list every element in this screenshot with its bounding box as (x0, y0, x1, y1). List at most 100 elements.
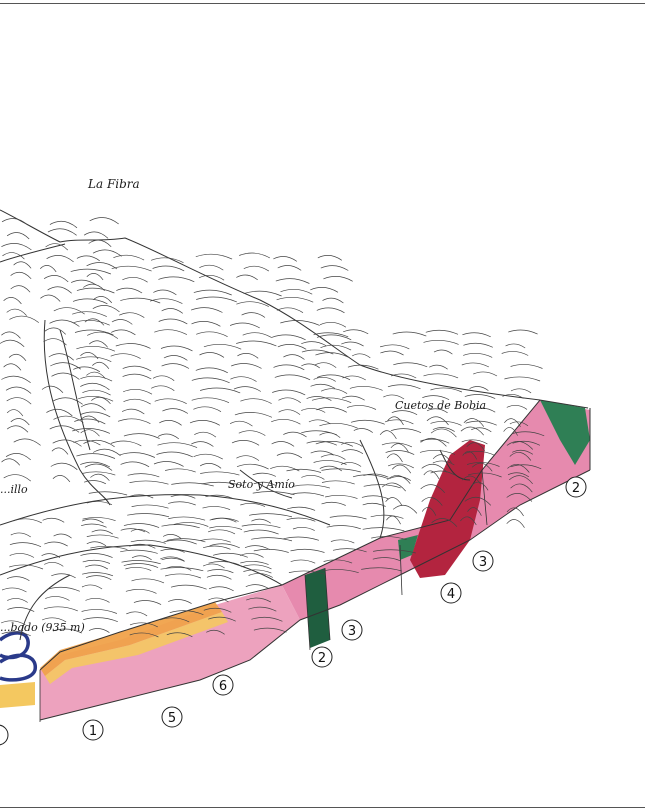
hachure-stroke (473, 372, 497, 376)
hachure-stroke (253, 492, 295, 495)
hachure-stroke (191, 442, 213, 447)
hachure-stroke (507, 520, 525, 528)
hachure-stroke (314, 377, 336, 381)
hachure-stroke (390, 477, 411, 481)
hachure-stroke (124, 524, 159, 528)
hachure-stroke (341, 342, 363, 346)
hachure-stroke (46, 409, 72, 416)
hachure-stroke (310, 287, 338, 292)
hachure-stroke (48, 287, 72, 294)
hachure-stroke (126, 612, 147, 616)
hachure-stroke (424, 471, 439, 479)
hachure-stroke (73, 320, 110, 325)
hachure-stroke (124, 399, 151, 404)
hachure-stroke (371, 515, 404, 518)
hachure-stroke (171, 495, 196, 498)
hachure-stroke (83, 284, 104, 291)
hachure-stroke (49, 354, 74, 361)
hachure-stroke (470, 387, 489, 391)
hachure-stroke (434, 350, 452, 354)
hachure-stroke (93, 449, 120, 456)
hachure-stroke (351, 420, 385, 424)
hachure-stroke (322, 502, 346, 505)
hachure-stroke (213, 553, 248, 557)
hachure-stroke (277, 308, 303, 313)
hachure-stroke (4, 297, 22, 304)
hachure-stroke (231, 364, 261, 369)
hachure-stroke (244, 530, 279, 534)
label-la-fibra: La Fibra (87, 177, 140, 191)
hachure-stroke (84, 232, 108, 239)
hachure-stroke (80, 352, 98, 359)
hachure-stroke (1, 332, 20, 339)
hachure-stroke (380, 431, 396, 439)
hachure-stroke (89, 629, 109, 633)
hachure-stroke (203, 506, 231, 509)
hachure-stroke (200, 463, 221, 468)
hachure-stroke (120, 298, 160, 303)
hachure-stroke (424, 374, 459, 378)
unit-marker: 5 (162, 707, 182, 727)
unit-marker: 6 (213, 675, 233, 695)
hachure-stroke (9, 316, 38, 323)
hachure-stroke (93, 305, 120, 312)
hachure-stroke (193, 407, 221, 412)
hachure-stroke (40, 265, 56, 272)
hachure-stroke (162, 525, 200, 528)
hachure-stroke (463, 343, 492, 347)
hachure-stroke (309, 420, 331, 424)
hachure-stroke (207, 570, 233, 573)
hachure-stroke (392, 465, 411, 473)
hachure-stroke (72, 312, 107, 317)
svg-text:5: 5 (168, 711, 176, 726)
hachure-stroke (71, 269, 111, 274)
svg-text:3: 3 (348, 624, 356, 639)
hachure-stroke (76, 454, 115, 459)
hachure-stroke (244, 266, 269, 271)
hachure-stroke (80, 554, 112, 558)
hachure-stroke (121, 462, 150, 467)
hachure-stroke (343, 330, 368, 334)
hachure-stroke (502, 351, 529, 355)
hachure-stroke (239, 253, 270, 258)
hachure-stroke (471, 428, 491, 432)
label-soto-y-amio: Soto y Amío (228, 478, 295, 491)
unit-marker-partial (0, 725, 8, 745)
hachure-stroke (119, 453, 154, 458)
hachure-stroke (162, 409, 188, 414)
hachure-stroke (242, 313, 265, 318)
hachure-stroke (393, 505, 417, 513)
hachure-stroke (127, 514, 169, 517)
hachure-stroke (120, 550, 158, 553)
hachure-stroke (429, 365, 447, 369)
hachure-stroke (320, 433, 341, 438)
hachure-stroke (506, 344, 526, 348)
hachure-stroke (9, 354, 26, 361)
hachure-stroke (91, 397, 110, 404)
hachure-stroke (171, 585, 207, 589)
hachure-stroke (168, 517, 205, 520)
hachure-stroke (291, 493, 324, 496)
hachure-stroke (126, 589, 157, 593)
svg-text:1: 1 (89, 724, 97, 739)
hachure-stroke (341, 462, 361, 466)
hachure-stroke (192, 378, 230, 383)
hachure-stroke (89, 492, 127, 495)
hachure-stroke (426, 330, 458, 334)
hachure-stroke (112, 266, 152, 271)
hachure-stroke (209, 587, 234, 591)
hachure-stroke (81, 404, 106, 411)
hachure-stroke (151, 258, 183, 263)
hachure-stroke (122, 409, 144, 414)
hachure-stroke (166, 566, 191, 570)
label-partial-village: ...illo (0, 483, 28, 496)
hachure-stroke (380, 351, 403, 355)
hachure-stroke (92, 530, 113, 534)
hachure-stroke (318, 255, 342, 260)
cross-section (0, 400, 590, 722)
hachure-stroke (54, 308, 85, 315)
section-yellow-left (0, 682, 35, 708)
hachure-stroke (347, 405, 376, 409)
hachure-stroke (52, 448, 68, 455)
hachure-stroke (111, 330, 135, 335)
